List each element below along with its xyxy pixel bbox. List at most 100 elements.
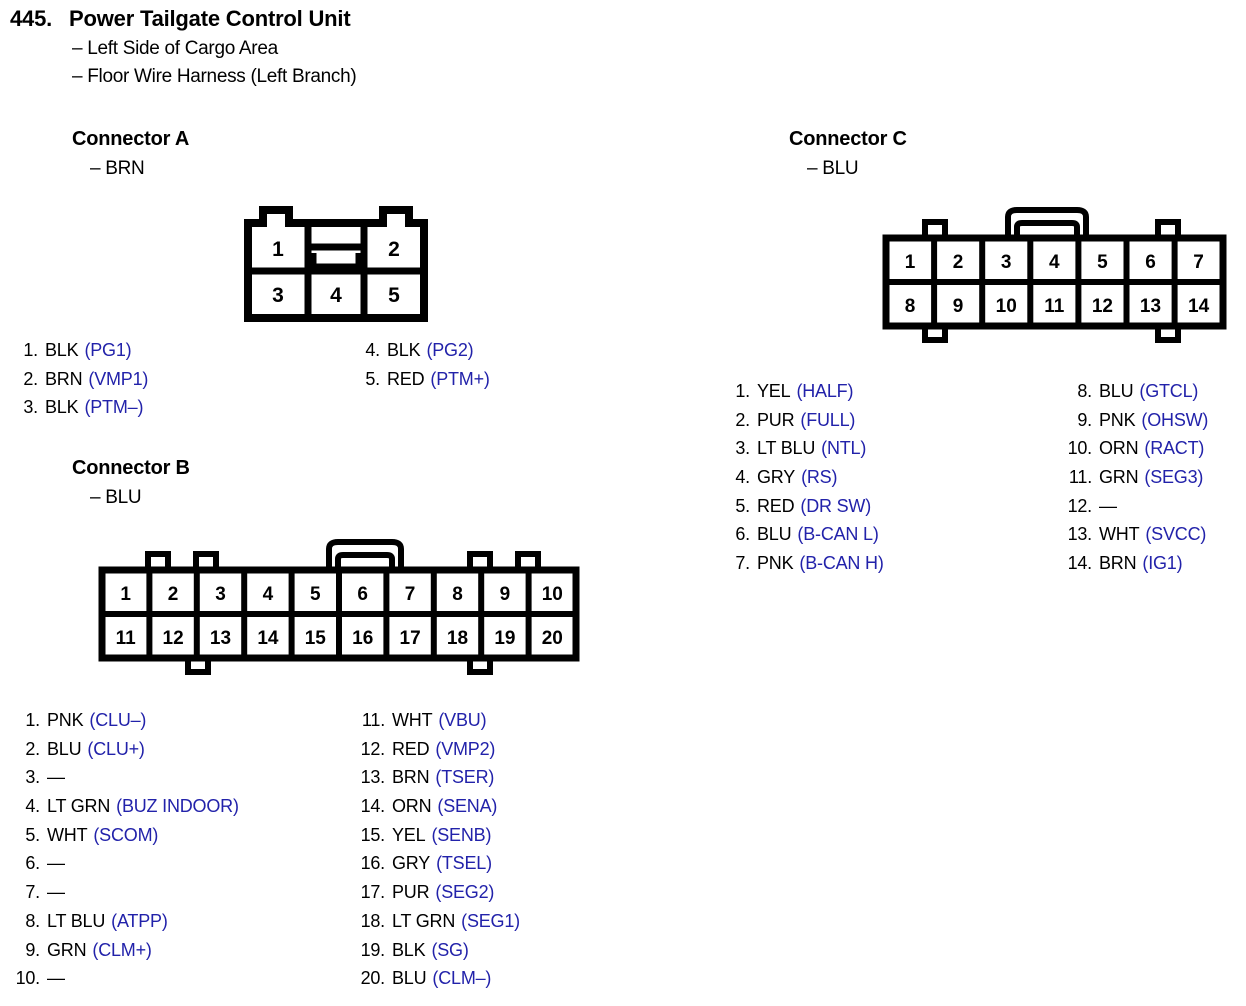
pin-row: 2. BLU (CLU+): [12, 739, 239, 768]
pin-cell-7: 7: [1193, 252, 1204, 273]
pin-wire-color: BLU: [1099, 381, 1134, 401]
pin-cell-5: 5: [310, 584, 321, 605]
pin-signal: (SCOM): [93, 824, 159, 845]
pin-cell-19: 19: [494, 628, 515, 649]
connector-b-latch-arch: [326, 539, 404, 573]
pin-signal: (HALF): [796, 381, 854, 401]
pin-cell-16: 16: [352, 628, 373, 649]
pin-signal: (CLM–): [432, 968, 492, 989]
pin-cell-8: 8: [905, 296, 916, 317]
pin-signal: (OHSW): [1141, 409, 1209, 430]
pin-number: 14.: [360, 796, 386, 817]
pin-row: 12. RED (VMP2): [357, 739, 520, 768]
pin-row: 16. GRY (TSEL): [357, 853, 520, 882]
pin-signal: (TSER): [435, 767, 495, 788]
pin-number: 2.: [23, 368, 38, 389]
pin-signal: (SG): [431, 939, 469, 960]
pin-row: 13. BRN (TSER): [357, 767, 520, 796]
connector-c-title: Connector C: [789, 128, 907, 150]
pin-number: 5.: [25, 824, 40, 845]
pin-row: 9. PNK (OHSW): [1064, 410, 1208, 439]
pin-wire-color: BLK: [392, 939, 426, 960]
pin-row: 7. —: [12, 882, 239, 911]
pin-number: 2.: [735, 409, 750, 430]
pin-wire-color: LT GRN: [392, 910, 456, 931]
pin-signal: (PG2): [426, 340, 474, 360]
pin-cell-12: 12: [163, 628, 184, 649]
connector-a-pinlist-right: 4. BLK (PG2) 5. RED (PTM+): [360, 340, 490, 397]
pin-row: 3. —: [12, 767, 239, 796]
pin-row: 3. BLK (PTM–): [18, 397, 148, 426]
pin-signal: (CLM+): [92, 939, 152, 960]
pin-cell-4: 4: [1049, 252, 1060, 273]
pin-cell-7: 7: [405, 584, 416, 605]
pin-wire-color: BRN: [45, 368, 83, 389]
pin-wire-color: BLU: [47, 738, 82, 759]
pin-number: 16.: [360, 853, 386, 874]
connector-b-heading: Connector B – BLU: [72, 457, 190, 509]
pin-cell-9: 9: [500, 584, 511, 605]
connector-b-color: – BLU: [90, 487, 142, 508]
pin-number: 9.: [1077, 409, 1092, 430]
connector-a-pinlist-left: 1. BLK (PG1) 2. BRN (VMP1) 3. BLK (PTM–): [18, 340, 148, 426]
pin-wire-color: RED: [387, 368, 425, 389]
pin-signal: (GTCL): [1139, 381, 1199, 401]
pin-cell-4: 4: [263, 584, 274, 605]
pin-cell-20: 20: [542, 628, 563, 649]
pin-number: 8.: [25, 910, 40, 931]
pin-cell-2: 2: [168, 584, 179, 605]
pin-row: 20. BLU (CLM–): [357, 968, 520, 997]
pin-cell-1: 1: [272, 238, 284, 261]
page-title: Power Tailgate Control Unit: [69, 6, 351, 31]
pin-row: 1. BLK (PG1): [18, 340, 148, 369]
pin-signal: (PG1): [84, 340, 132, 360]
pin-cell-14: 14: [257, 628, 279, 649]
pin-row: 5. RED (DR SW): [730, 496, 884, 525]
connector-c-pinlist-left: 1. YEL (HALF) 2. PUR (FULL) 3. LT BLU (N…: [730, 381, 884, 582]
pin-cell-14: 14: [1188, 296, 1210, 317]
pin-number: 1.: [25, 710, 40, 730]
pin-number: 13.: [1067, 524, 1093, 545]
pin-number: 14.: [1067, 553, 1093, 574]
pin-wire-color: WHT: [392, 710, 433, 730]
pin-wire-color: BLU: [392, 968, 427, 989]
pin-row: 8. LT BLU (ATPP): [12, 911, 239, 940]
pin-row: 6. BLU (B-CAN L): [730, 524, 884, 553]
pin-signal: (SEG2): [435, 882, 495, 903]
pin-number: 9.: [25, 939, 40, 960]
pin-number: 17.: [360, 882, 386, 903]
pin-number: 4.: [25, 796, 40, 817]
pin-number: 11.: [361, 710, 385, 730]
connector-c-diagram: 1 2 3 4 5 6 7 8 9 10 11 12 13 14: [882, 207, 1227, 343]
pin-number: 1.: [735, 381, 750, 401]
pin-row: 2. PUR (FULL): [730, 410, 884, 439]
pin-signal: (VMP1): [88, 368, 149, 389]
pin-wire-color: PUR: [757, 409, 795, 430]
pin-signal: (SENB): [431, 824, 492, 845]
pin-cell-3: 3: [1001, 252, 1012, 273]
pin-number: 8.: [1077, 381, 1092, 401]
pin-wire-color: BLU: [757, 524, 792, 545]
pin-cell-17: 17: [400, 628, 421, 649]
pin-wire-color: PUR: [392, 882, 430, 903]
pin-number: 12.: [1067, 495, 1093, 516]
pin-row: 13. WHT (SVCC): [1064, 524, 1208, 553]
pin-number: 3.: [25, 767, 40, 788]
connector-b-pinlist-right: 11. WHT (VBU) 12. RED (VMP2) 13. BRN (TS…: [357, 710, 521, 997]
pin-cell-4: 4: [330, 284, 342, 307]
connector-b-diagram: 1 2 3 4 5 6 7 8 9 10 11 12 13 14 15 16 1…: [98, 539, 580, 675]
pin-number: 10.: [15, 968, 41, 989]
pin-wire-color: WHT: [47, 824, 88, 845]
pin-signal: (B-CAN H): [799, 553, 884, 574]
pin-cell-3: 3: [215, 584, 226, 605]
connector-a-diagram: 1 2 3 4 5: [244, 206, 428, 322]
pin-number: 2.: [25, 738, 40, 759]
pin-number: 11.: [1068, 467, 1092, 488]
pin-wire-color: LT BLU: [47, 910, 106, 931]
pin-wire-color: —: [47, 968, 65, 989]
pin-row: 8. BLU (GTCL): [1064, 381, 1208, 410]
connector-a-latch-tab: [309, 253, 363, 271]
pin-wire-color: LT BLU: [757, 438, 816, 459]
pin-number: 7.: [25, 882, 40, 903]
pin-signal: (FULL): [800, 409, 856, 430]
